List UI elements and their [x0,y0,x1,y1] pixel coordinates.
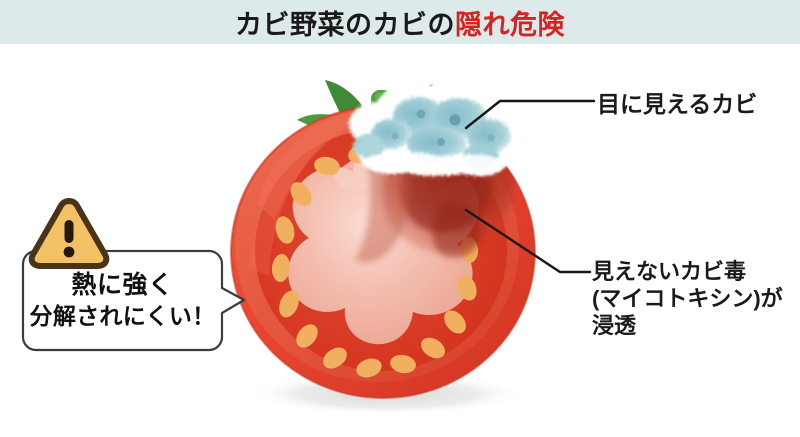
page-title-red-part: 隠れ危険 [455,9,565,40]
tomato-gloss [257,106,395,220]
warning-triangle-icon [27,196,111,270]
speech-bubble-text: 熱に強く 分解されにくい！ [22,250,223,351]
illustration-area: 目に見えるカビ 見えないカビ毒 (マイコトキシン)が 浸透 熱に強く 分解されに… [0,44,800,437]
speech-bubble-shape [21,249,246,352]
callout-invisible-toxin-line-2: (マイコトキシン)が [592,285,783,311]
page-title: カビ野菜のカビの隠れ危険 [0,0,800,44]
moldy-tomato-illustration [205,54,585,414]
warning-exclamation-bar [64,220,74,243]
warning-exclamation-dot [63,246,75,258]
page-title-black-part: カビ野菜のカビの [235,9,455,40]
speech-bubble-line-1: 熱に強く [71,270,174,299]
visible-mold-colony [349,82,527,176]
speech-bubble: 熱に強く 分解されにくい！ [21,249,246,352]
header-band [0,0,800,44]
callout-label-invisible-toxin: 見えないカビ毒 (マイコトキシン)が 浸透 [592,259,783,339]
callout-invisible-toxin-line-1: 見えないカビ毒 [592,259,747,284]
callout-label-visible-mold: 目に見えるカビ [597,90,757,118]
callout-invisible-toxin-line-3: 浸透 [592,312,637,338]
callout-visible-mold-text: 目に見えるカビ [597,91,758,117]
speech-bubble-line-2: 分解されにくい！ [29,303,216,330]
